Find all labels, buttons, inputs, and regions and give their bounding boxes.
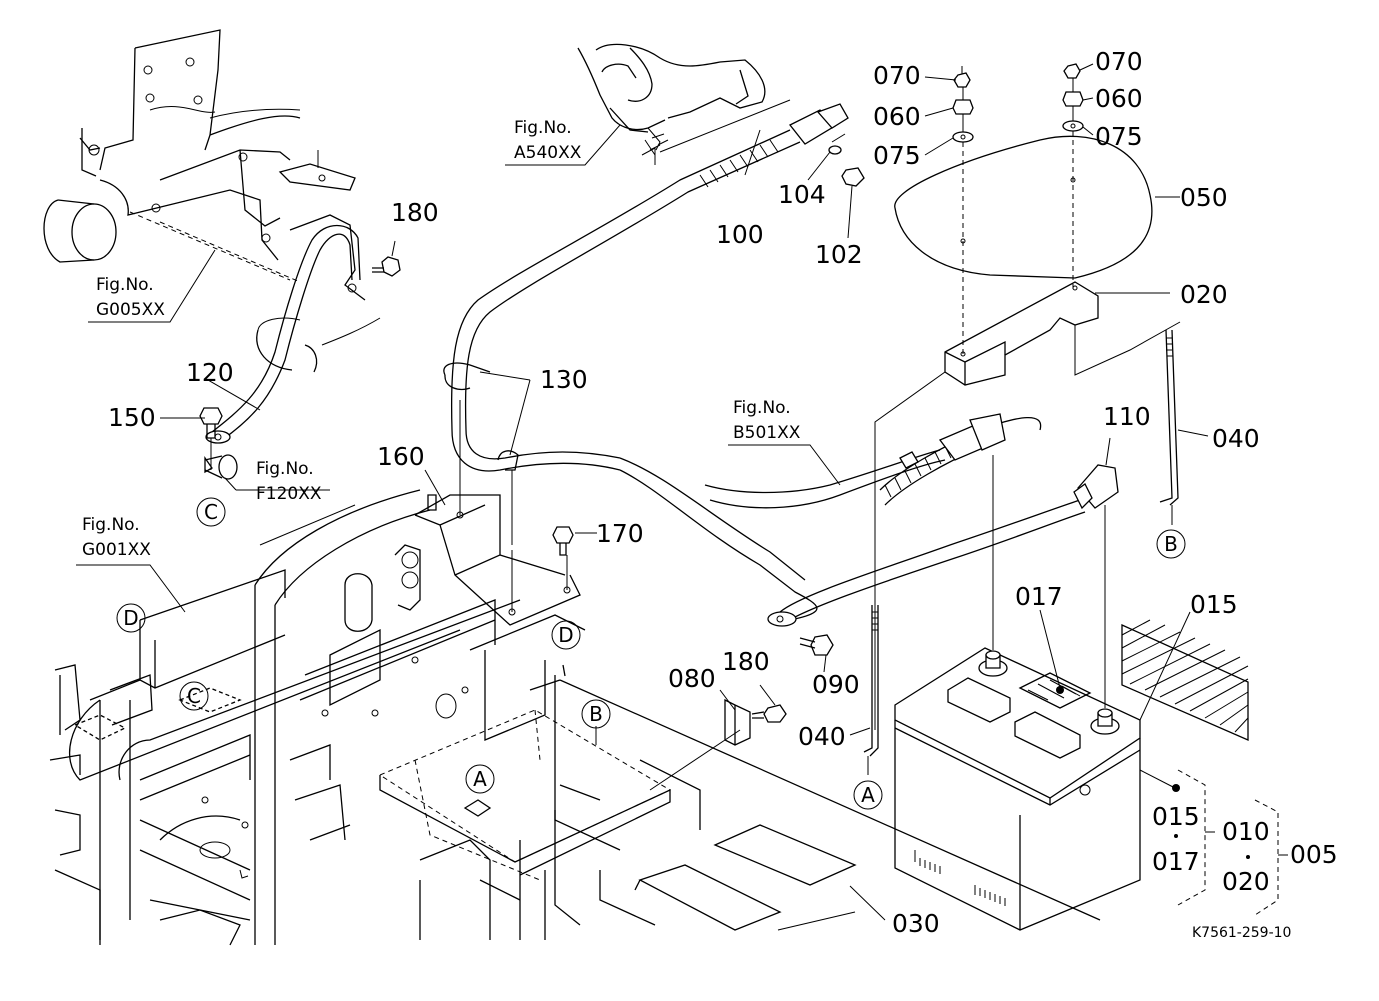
- connection-marker-a-rod: A: [853, 780, 883, 810]
- part-label-005: 005: [1290, 840, 1338, 869]
- connection-label-d: D: [558, 623, 573, 647]
- bracket-020: [874, 281, 1181, 730]
- fig-ref-code: B501XX: [733, 423, 801, 443]
- fig-ref-g001xx: Fig.No. G001XX: [82, 515, 151, 560]
- connection-marker-c-top: C: [196, 497, 226, 527]
- part-label-060: 060: [1095, 84, 1143, 113]
- part-label-090: 090: [812, 670, 860, 699]
- part-label-030: 030: [892, 909, 940, 938]
- pad-050: [894, 135, 1153, 279]
- part-label-040: 040: [1212, 424, 1260, 453]
- part-label-170: 170: [596, 519, 644, 548]
- fig-ref-g005xx: Fig.No. G005XX: [96, 275, 165, 320]
- fig-ref-code: F120XX: [256, 484, 322, 504]
- connection-label-b: B: [1164, 532, 1178, 556]
- part-label-017: 017: [1152, 847, 1200, 876]
- connection-label-c: C: [187, 684, 201, 708]
- alternator-drawing: [577, 43, 766, 156]
- part-label-160: 160: [377, 442, 425, 471]
- part-label-017: 017: [1015, 582, 1063, 611]
- washer-104: [828, 133, 846, 155]
- part-label-040: 040: [798, 722, 846, 751]
- part-label-150: 150: [108, 403, 156, 432]
- connection-label-c: C: [204, 500, 218, 524]
- fig-ref-b501xx: Fig.No. B501XX: [733, 398, 801, 443]
- part-label-120: 120: [186, 358, 234, 387]
- cable-130-section: [443, 362, 621, 545]
- fig-ref-caption: Fig.No.: [96, 275, 154, 295]
- fig-ref-a540xx: Fig.No. A540XX: [514, 118, 582, 163]
- cable-120: [205, 225, 361, 444]
- part-label-020: 020: [1180, 280, 1228, 309]
- part-label-180: 180: [722, 647, 770, 676]
- bolt-180-top: [372, 256, 401, 277]
- drawing-code: K7561-259-10: [1192, 925, 1291, 941]
- fig-ref-code: A540XX: [514, 143, 582, 163]
- cable-110: [619, 457, 1119, 627]
- bolt-170: [552, 526, 574, 556]
- fig-ref-caption: Fig.No.: [82, 515, 140, 535]
- fig-ref-code: G005XX: [96, 300, 165, 320]
- part-label-080: 080: [668, 664, 716, 693]
- nut-102: [841, 167, 865, 187]
- part-label-100: 100: [716, 220, 764, 249]
- cable-b501: [704, 413, 1042, 509]
- part-label-020: 020: [1222, 867, 1270, 896]
- leader-lines: [76, 63, 1288, 931]
- connection-marker-b-rod: B: [1156, 529, 1186, 559]
- part-label-050: 050: [1180, 183, 1228, 212]
- part-label-130: 130: [540, 365, 588, 394]
- fig-ref-caption: Fig.No.: [733, 398, 791, 418]
- part-label-010: 010: [1222, 817, 1270, 846]
- connection-label-d: D: [123, 606, 138, 630]
- hardware-stack-left: [952, 66, 974, 355]
- part-label-070: 070: [873, 61, 921, 90]
- tractor-frame-lower: [49, 489, 1101, 946]
- rod-040-lower: [863, 605, 879, 775]
- part-label-015: 015: [1190, 590, 1238, 619]
- frame-bracket-top-left: [43, 29, 381, 373]
- cable-100: [450, 99, 849, 431]
- connection-marker-a-lower: A: [465, 764, 495, 794]
- connection-marker-d-left: D: [116, 603, 146, 633]
- part-label-075: 075: [1095, 122, 1143, 151]
- rod-040-right: [1159, 329, 1179, 525]
- bolt-150: [199, 407, 223, 470]
- battery-drawing: [894, 455, 1141, 931]
- clamp-f120: [204, 454, 238, 480]
- bracket-160: [414, 400, 581, 626]
- part-label-110: 110: [1103, 402, 1151, 431]
- part-label-180: 180: [391, 198, 439, 227]
- connection-marker-c-lower: C: [179, 681, 209, 711]
- connection-marker-d-center: D: [551, 620, 581, 650]
- hatched-label-015: [1121, 619, 1249, 741]
- connection-label-a: A: [861, 783, 875, 807]
- hardware-stack-right: [1062, 63, 1084, 290]
- part-label-075: 075: [873, 141, 921, 170]
- connection-marker-b-lower: B: [581, 699, 611, 729]
- fig-ref-caption: Fig.No.: [256, 459, 314, 479]
- part-label-070: 070: [1095, 47, 1143, 76]
- fig-ref-f120xx: Fig.No. F120XX: [256, 459, 322, 504]
- fig-ref-caption: Fig.No.: [514, 118, 572, 138]
- part-label-060: 060: [873, 102, 921, 131]
- fig-ref-code: G001XX: [82, 540, 151, 560]
- part-label-102: 102: [815, 240, 863, 269]
- connection-label-b: B: [589, 702, 603, 726]
- bolt-090: [799, 634, 834, 656]
- part-labels: 070 060 075 070 060 075 050 020 040 110 …: [108, 47, 1338, 938]
- connection-label-a: A: [473, 767, 487, 791]
- part-label-015: 015: [1152, 802, 1200, 831]
- part-label-104: 104: [778, 180, 826, 209]
